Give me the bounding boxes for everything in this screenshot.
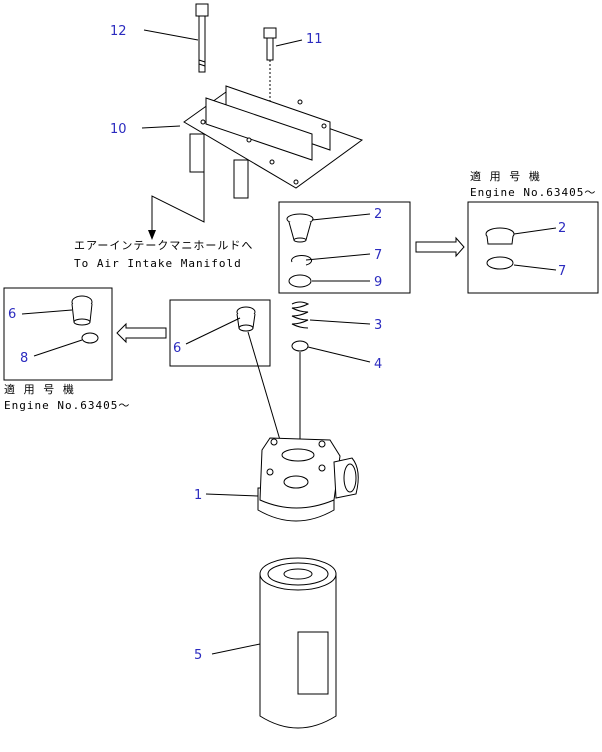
arrow-to-right-box bbox=[415, 236, 465, 258]
callout-3: 3 bbox=[374, 318, 382, 333]
plug-2-new bbox=[485, 227, 515, 245]
note-applicable-left-jp: 適 用 号 機 bbox=[4, 382, 75, 396]
valve-6-new bbox=[71, 295, 93, 326]
callout-7-center: 7 bbox=[374, 248, 382, 263]
callout-1: 1 bbox=[194, 488, 202, 503]
spring-3 bbox=[291, 301, 310, 329]
note-engine-no-left: Engine No.63405～ bbox=[4, 399, 130, 412]
arrow-to-left-box bbox=[116, 322, 167, 344]
filter-head-1 bbox=[257, 437, 359, 522]
note-engine-no-right: Engine No.63405～ bbox=[470, 186, 596, 199]
parts-box-left bbox=[3, 287, 113, 381]
callout-6-middle: 6 bbox=[173, 341, 181, 356]
note-manifold-en: To Air Intake Manifold bbox=[74, 257, 242, 270]
callout-6-left: 6 bbox=[8, 307, 16, 322]
callout-11: 11 bbox=[306, 32, 323, 47]
valve-6 bbox=[236, 306, 256, 332]
bolt-12 bbox=[195, 3, 209, 73]
snap-ring-7 bbox=[291, 255, 313, 266]
note-applicable-right-jp: 適 用 号 機 bbox=[470, 169, 541, 183]
bracket-10 bbox=[183, 85, 364, 199]
parts-box-middle bbox=[169, 299, 271, 367]
callout-5: 5 bbox=[194, 648, 202, 663]
o-ring-9 bbox=[288, 274, 312, 288]
filter-cartridge-5 bbox=[259, 557, 337, 729]
callout-7-right: 7 bbox=[558, 264, 566, 279]
callout-9: 9 bbox=[374, 275, 382, 290]
note-manifold-jp: エアーインテークマニホールドへ bbox=[74, 239, 253, 252]
plug-2 bbox=[286, 213, 314, 243]
ring-8 bbox=[81, 332, 99, 344]
bolt-11 bbox=[263, 27, 277, 61]
callout-8: 8 bbox=[20, 351, 28, 366]
callout-10: 10 bbox=[110, 122, 127, 137]
o-ring-7-new bbox=[486, 256, 514, 270]
disc-4 bbox=[291, 340, 309, 352]
callout-2-center: 2 bbox=[374, 207, 382, 222]
callout-2-right: 2 bbox=[558, 221, 566, 236]
callout-12: 12 bbox=[110, 24, 127, 39]
parts-box-center bbox=[278, 201, 411, 294]
parts-box-right bbox=[467, 201, 599, 294]
callout-4: 4 bbox=[374, 357, 382, 372]
